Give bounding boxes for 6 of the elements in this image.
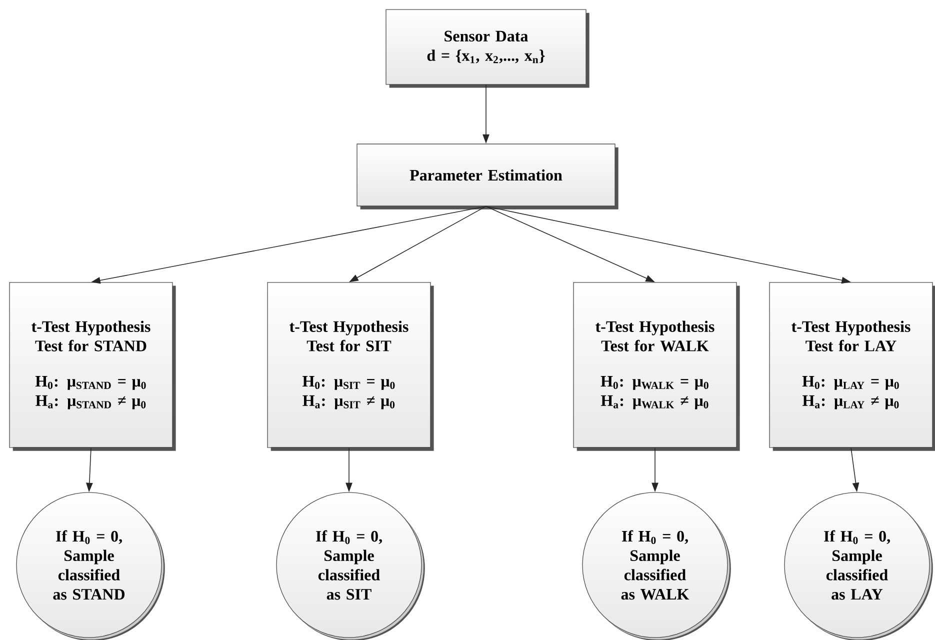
test-box: t-Test Hypothesis Test for LAY H$_{0}$: μ$_{LAY}$ = μ$_{0}$ H$_{a}$: μ$_{LAY}$ ≠ μ$_{0}$ (769, 282, 935, 451)
test-box: t-Test Hypothesis Test for SIT H$_{0}$: μ$_{SIT}$ = μ$_{0}$ H$_{a}$: μ$_{SIT}$ ≠ μ$_{0}$ (267, 282, 434, 451)
process-box: Parameter Estimation (356, 144, 618, 210)
test-box: t-Test Hypothesis Test for STAND H$_{0}$: μ$_{STAND}$ = μ$_{0}$ H$_{a}$: μ$_{STAND}$ ≠ μ$_{0}$ (9, 282, 176, 451)
test-box: t-Test Hypothesis Test for WALK H$_{0}$: μ$_{WALK}$ = μ$_{0}$ H$_{a}$: μ$_{WALK}$ ≠ μ$_{0}$ (573, 282, 740, 451)
process-box: Sensor Data d = {x$_{1}$, x$_{2}$,..., x$_{n}$} (386, 9, 590, 88)
